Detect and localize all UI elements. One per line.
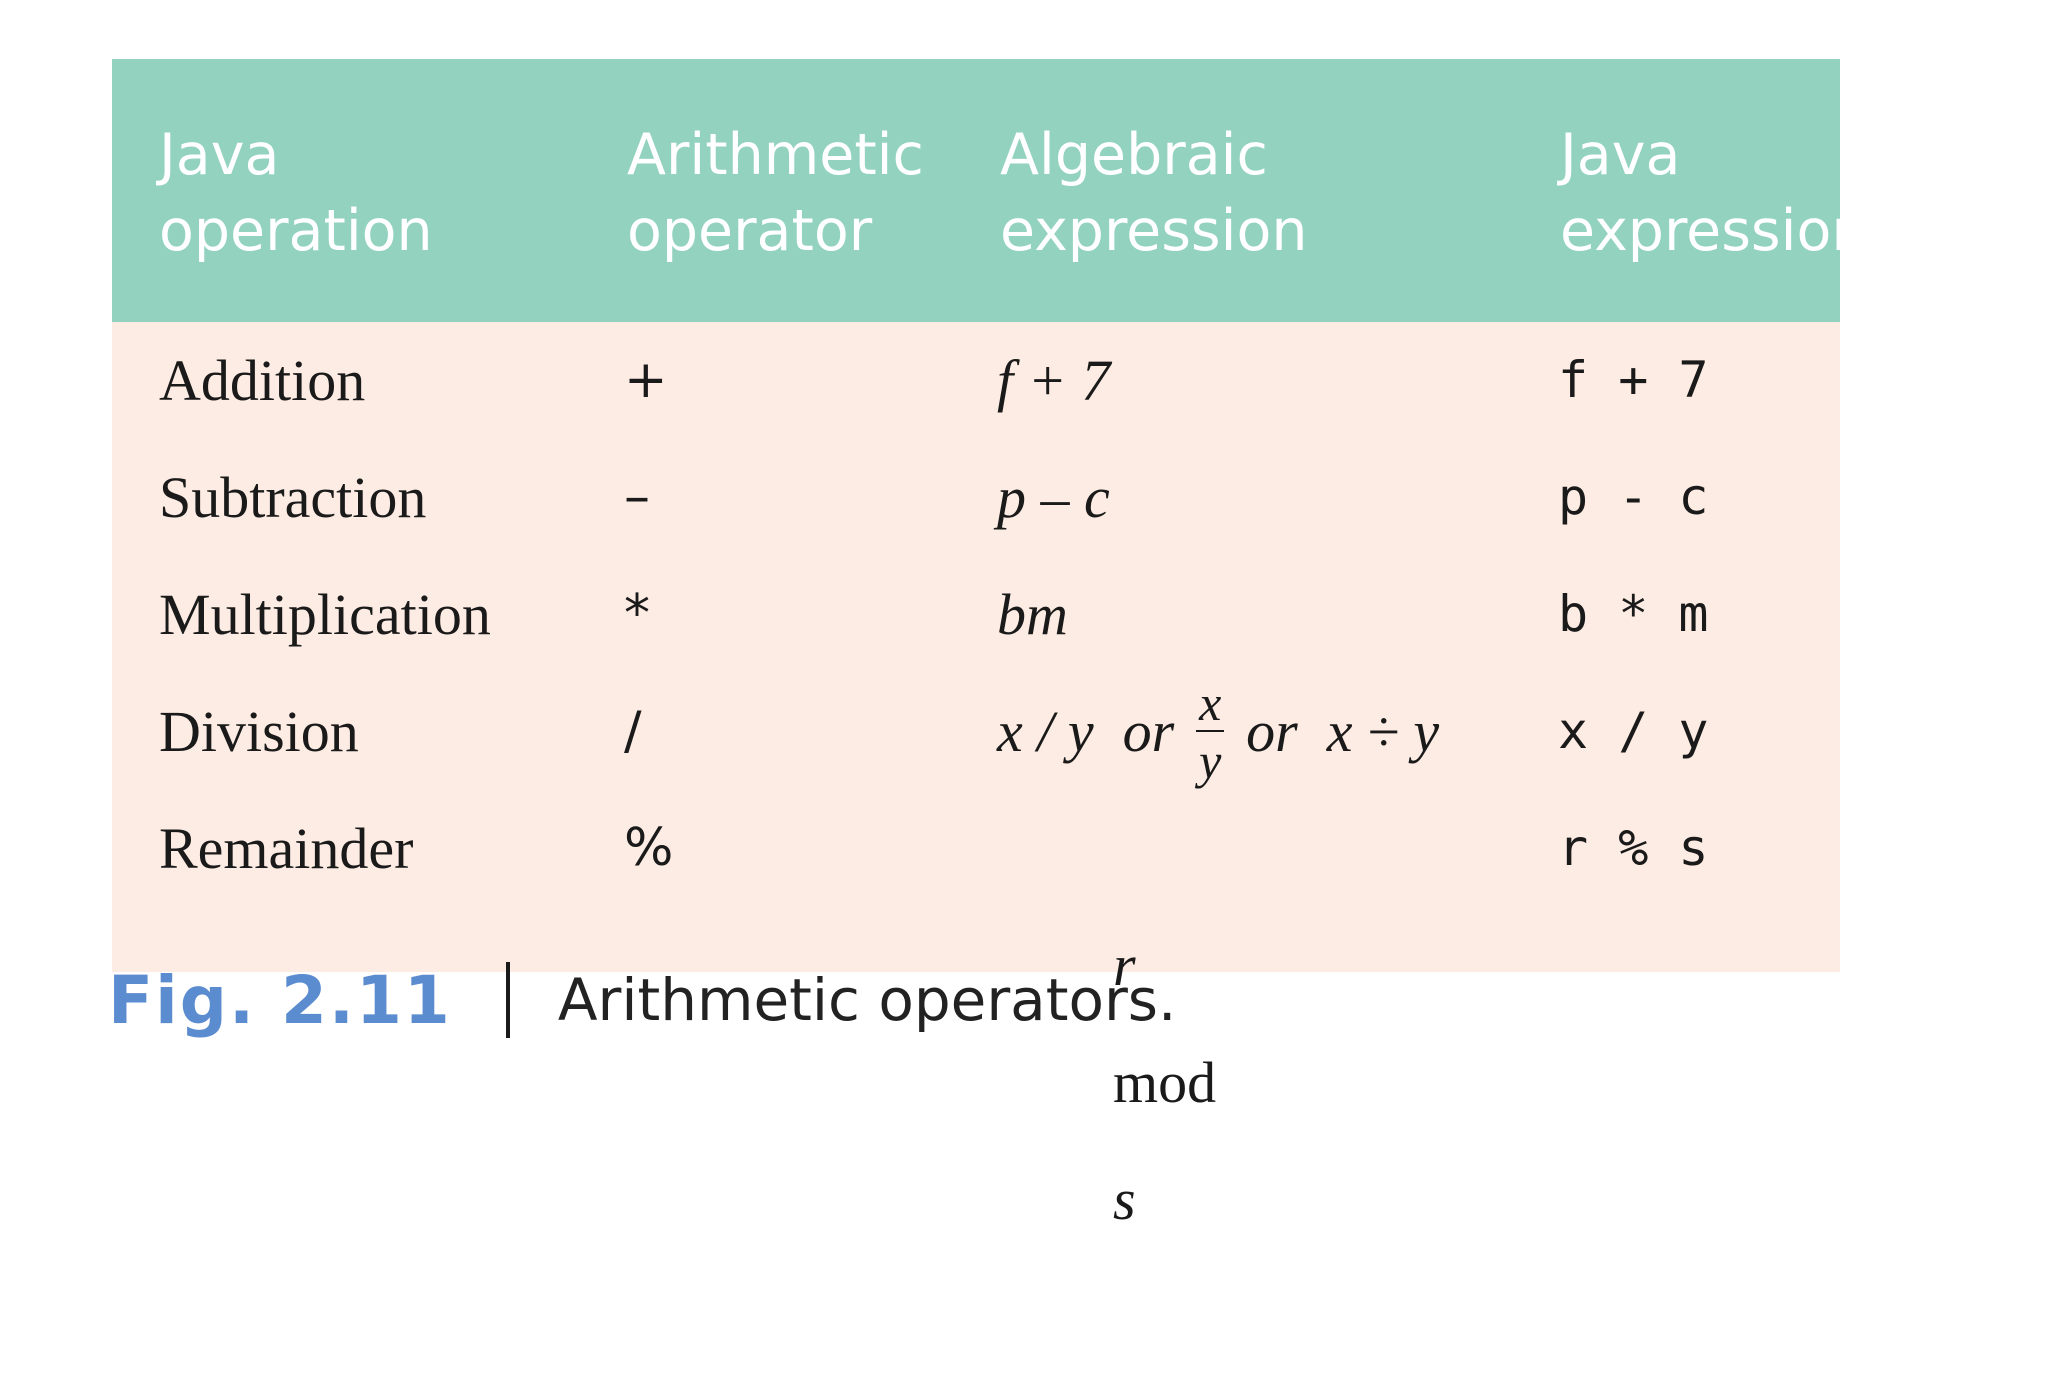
- header-java-operation: Java operation: [159, 117, 433, 269]
- operator-symbol: /: [624, 701, 642, 761]
- java-expression: b * m: [1558, 585, 1709, 643]
- java-expression: x / y: [1558, 702, 1709, 760]
- algebraic-part: or x ÷ y: [1246, 699, 1440, 764]
- header-line: operation: [159, 198, 433, 264]
- operation-name: Multiplication: [159, 582, 491, 647]
- operator-symbol: %: [624, 818, 674, 878]
- algebraic-expression: bm: [997, 582, 1068, 647]
- header-line: Java: [159, 122, 280, 188]
- header-line: Arithmetic: [627, 122, 924, 188]
- operator-symbol: *: [624, 584, 650, 644]
- header-line: Algebraic: [1000, 122, 1268, 188]
- operation-name: Subtraction: [159, 465, 427, 530]
- fraction: x y: [1196, 674, 1225, 789]
- figure-label: Fig. 2.11: [108, 961, 452, 1039]
- caption-divider: [505, 962, 510, 1038]
- header-line: expression: [1560, 198, 1868, 264]
- algebraic-expression: r mod s: [997, 790, 1216, 1375]
- figure-caption: Fig. 2.11 Arithmetic operators.: [108, 960, 1176, 1040]
- caption-text: Arithmetic operators.: [557, 966, 1177, 1034]
- header-line: expression: [1000, 198, 1308, 264]
- operator-symbol: +: [624, 350, 668, 410]
- algebraic-mod: mod: [1113, 1050, 1217, 1115]
- header-line: operator: [627, 198, 873, 264]
- header-algebraic-expression: Algebraic expression: [1000, 117, 1307, 269]
- java-expression: r % s: [1558, 819, 1709, 877]
- table-row: Division / x / y or x y or x ÷ y x / y: [112, 673, 1840, 790]
- table-row: Remainder % r mod s r % s: [112, 790, 1840, 1232]
- operator-symbol: –: [624, 467, 650, 527]
- fraction-numerator: x: [1199, 674, 1222, 731]
- algebraic-var: s: [1113, 1167, 1136, 1232]
- operation-name: Division: [159, 699, 359, 764]
- operation-name: Addition: [159, 348, 366, 413]
- algebraic-var: r: [1113, 933, 1136, 998]
- header-line: Java: [1560, 122, 1681, 188]
- header-arithmetic-operator: Arithmetic operator: [627, 117, 924, 269]
- algebraic-expression: x / y or x y or x ÷ y: [997, 673, 1439, 790]
- table-header: Java operation Arithmetic operator Algeb…: [112, 59, 1867, 322]
- table-row: Addition + f + 7 f + 7: [112, 322, 1840, 439]
- java-expression: p - c: [1558, 468, 1709, 526]
- algebraic-part: x / y or: [997, 699, 1175, 764]
- table-row: Subtraction – p – c p - c: [112, 439, 1840, 556]
- operation-name: Remainder: [159, 816, 414, 881]
- fraction-denominator: y: [1199, 732, 1222, 789]
- algebraic-expression: p – c: [997, 465, 1110, 530]
- algebraic-expression: f + 7: [997, 348, 1111, 413]
- header-java-expression: Java expression: [1560, 117, 1867, 269]
- table-row: Multiplication * bm b * m: [112, 556, 1840, 673]
- java-expression: f + 7: [1558, 351, 1709, 409]
- fraction-bar: [1196, 729, 1225, 732]
- table-body: Addition + f + 7 f + 7 Subtraction – p –…: [112, 322, 1840, 1232]
- figure: Java operation Arithmetic operator Algeb…: [112, 59, 1867, 1232]
